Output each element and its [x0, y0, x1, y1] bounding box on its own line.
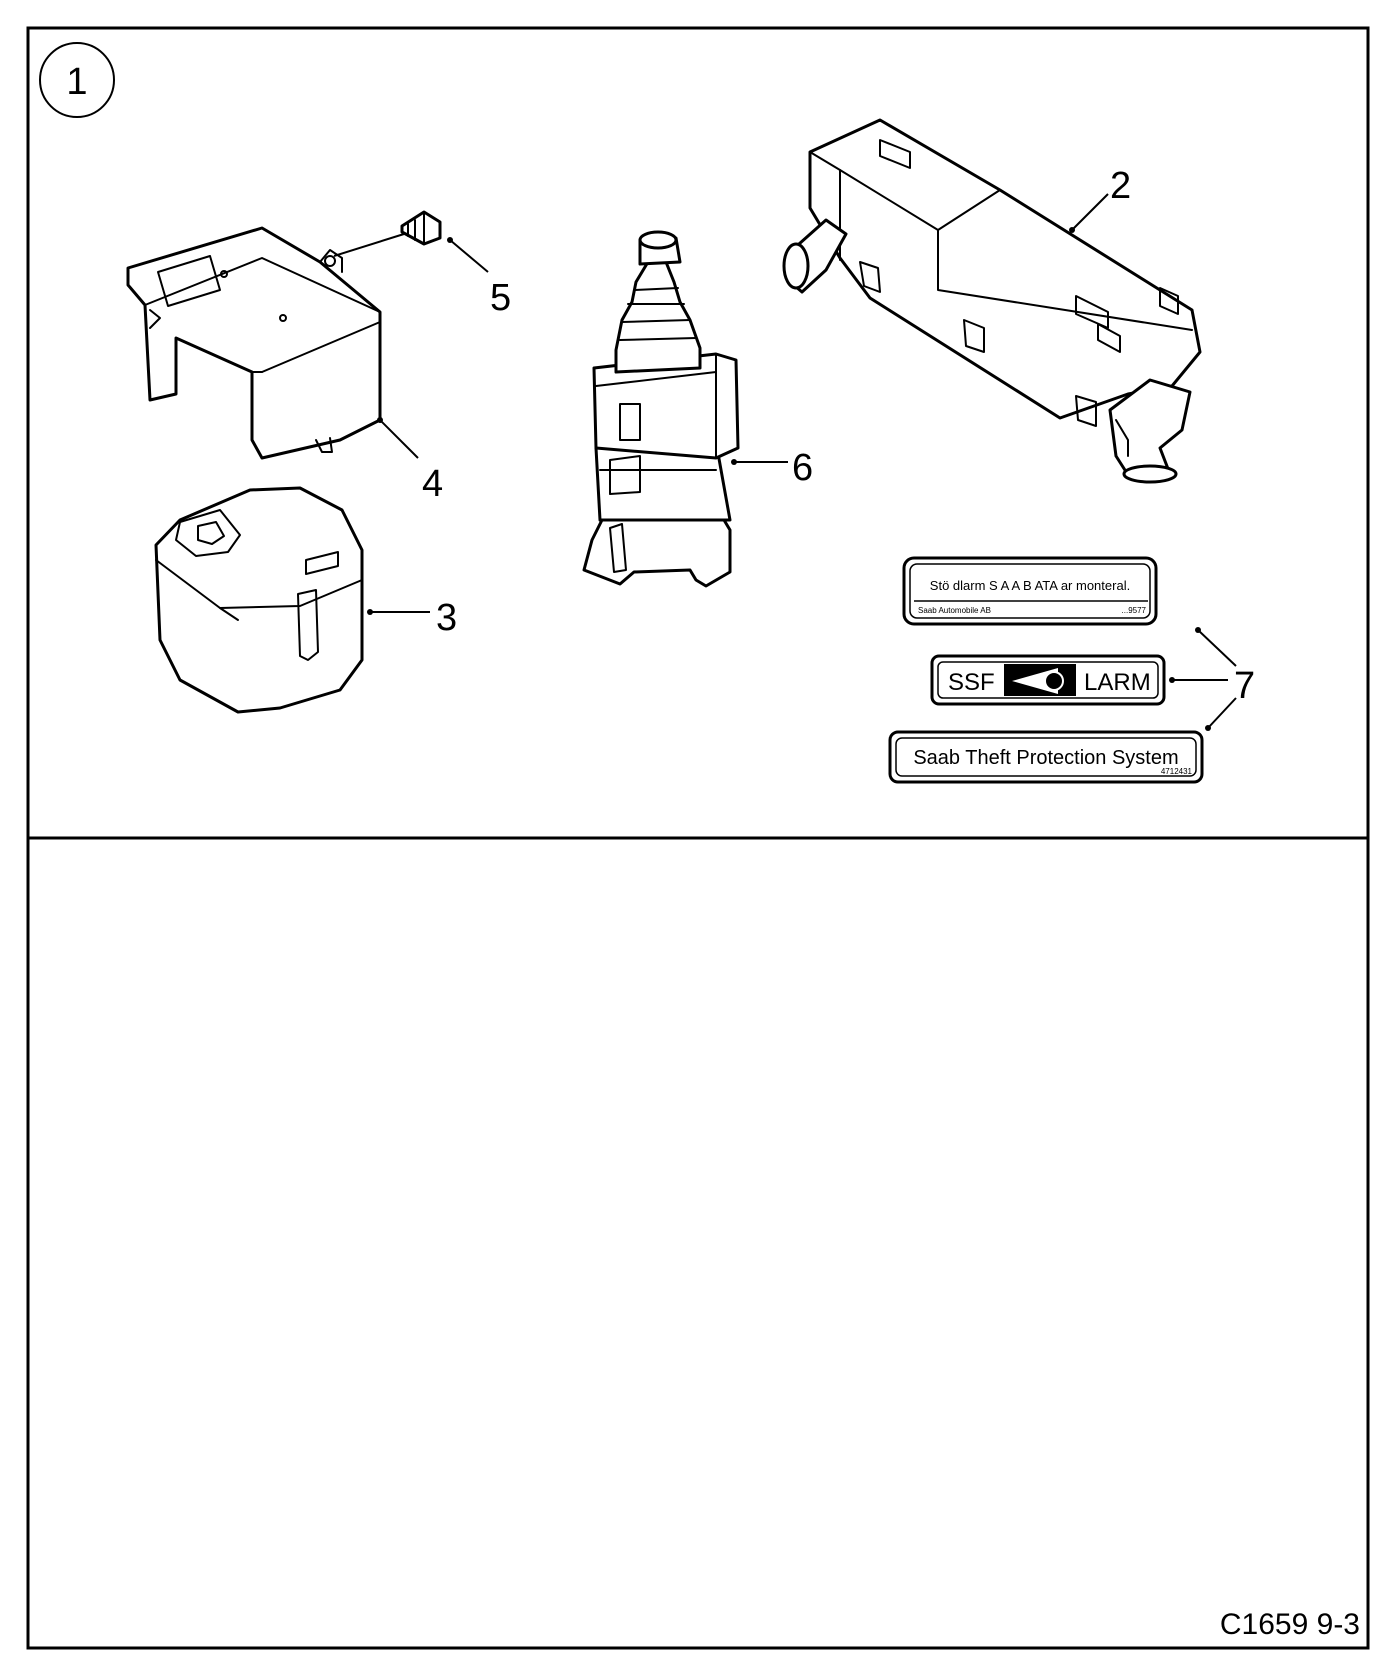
callout-2: 2 [1110, 165, 1131, 207]
decal-swedish-alarm: Stö dlarm S A A B ATA ar monteral. Saab … [902, 556, 1158, 626]
part-screw [400, 210, 442, 246]
decal-swedish-line2-right: ...9577 [1122, 606, 1147, 615]
part-sensor-boot [582, 230, 740, 588]
decal-larm-text: LARM [1084, 669, 1151, 696]
decal-ssf-emblem-dot [1044, 671, 1064, 691]
view-number-badge: 1 [39, 42, 115, 118]
decal-ssf-text: SSF [948, 669, 995, 696]
decal-swedish-line2-left: Saab Automobile AB [918, 606, 991, 615]
callout-7: 7 [1234, 665, 1255, 707]
decal-theft-code: 4712431 [1161, 767, 1193, 776]
view-number: 1 [66, 61, 87, 103]
leader-lines [333, 193, 1237, 731]
part-siren [154, 486, 364, 714]
callout-4: 4 [422, 463, 443, 505]
callout-6: 6 [792, 447, 813, 489]
decal-ssf-larm: SSF LARM [930, 654, 1166, 706]
drawing-code: C1659 9-3 [1220, 1608, 1360, 1641]
decal-theft-text: Saab Theft Protection System [913, 747, 1178, 769]
part-control-module [782, 118, 1202, 484]
decal-theft-protection: Saab Theft Protection System 4712431 [888, 730, 1204, 784]
callout-3: 3 [436, 597, 457, 639]
part-bracket-cover [126, 226, 382, 460]
callout-5: 5 [490, 277, 511, 319]
decal-swedish-line1: Stö dlarm S A A B ATA ar monteral. [930, 578, 1130, 593]
